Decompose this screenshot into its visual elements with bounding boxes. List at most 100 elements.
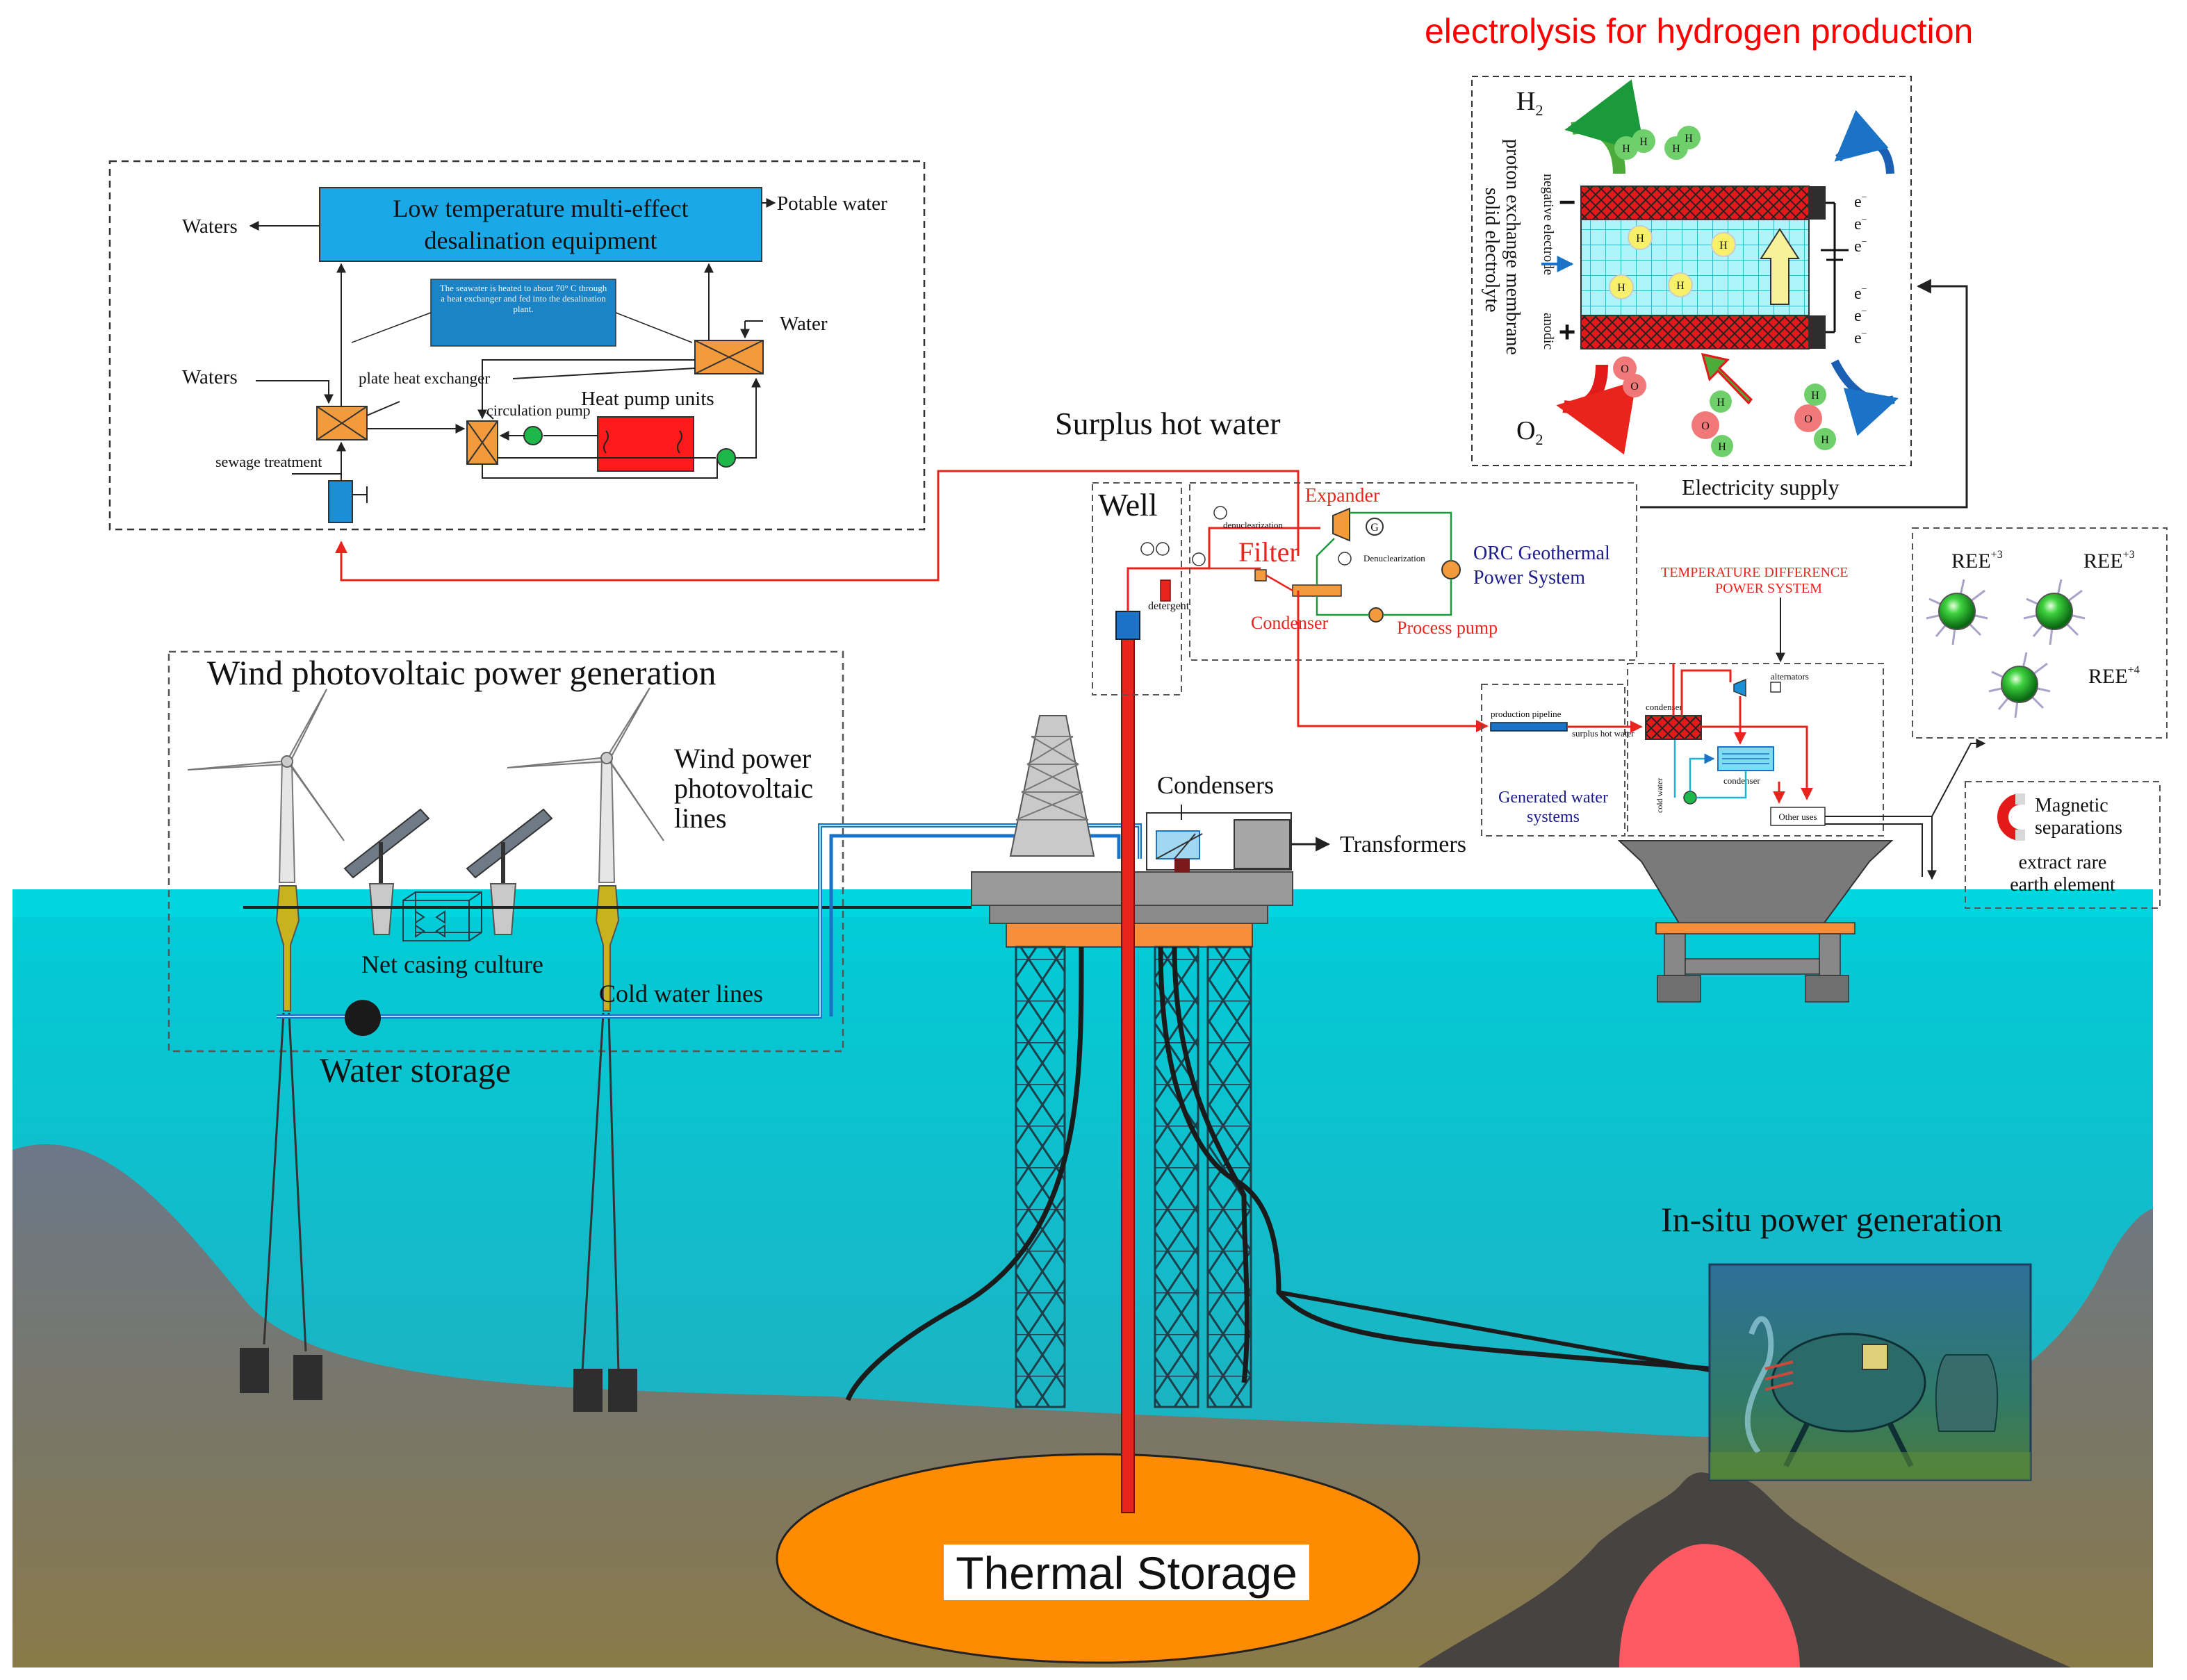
svg-text:H: H xyxy=(1676,280,1685,292)
orc-title-2: Power System xyxy=(1473,567,1585,588)
ree-ion-3 xyxy=(1988,652,2051,718)
alternator-box xyxy=(1770,682,1781,693)
process-pump-icon xyxy=(1368,607,1384,623)
ree-frame xyxy=(1912,527,2168,739)
tdps-surplus-label: surplus hot water xyxy=(1572,728,1635,739)
heat-pump-units-label: Heat pump units xyxy=(581,388,714,410)
ree-label-2: REE+3 xyxy=(2083,549,2135,573)
sewage-treatment-label: sewage treatment xyxy=(215,453,322,470)
svg-text:H: H xyxy=(1622,143,1630,155)
wind-turbine-2 xyxy=(507,687,664,1012)
circulation-pump-label: circulation pump xyxy=(486,402,591,419)
ree-ion-1 xyxy=(1926,579,1988,645)
heat-pump-pump-icon xyxy=(716,448,736,468)
svg-text:e−: e− xyxy=(1854,237,1867,256)
detergent-tank xyxy=(1160,579,1171,602)
magnetic-frame xyxy=(1965,781,2161,909)
svg-text:H: H xyxy=(1811,390,1819,402)
wind-pv-frame xyxy=(167,650,844,1053)
plus-sign: + xyxy=(1559,315,1576,348)
generated-water-1: Generated water xyxy=(1498,789,1608,807)
wind-lines-label-1: Wind power xyxy=(674,743,811,774)
wind-pv-title: Wind photovoltaic power generation xyxy=(207,653,716,692)
production-pipeline-icon xyxy=(1490,722,1568,732)
water-storage-tank xyxy=(345,1000,381,1036)
anodic-terminal xyxy=(1809,315,1826,349)
minus-sign: − xyxy=(1559,186,1576,218)
proton-flow-arrow xyxy=(1760,228,1800,305)
svg-text:O: O xyxy=(1804,413,1812,425)
ree-link-line xyxy=(1931,739,1986,817)
svg-text:H: H xyxy=(1685,133,1693,145)
svg-text:H: H xyxy=(1617,282,1625,294)
svg-text:e−: e− xyxy=(1854,215,1867,233)
wind-lines-label-2: photovoltaic xyxy=(674,773,813,804)
tdps-condenser-2-label: condenser xyxy=(1723,775,1760,786)
electron-arrow-bottom xyxy=(1830,359,1899,436)
desalination-frame xyxy=(108,160,926,531)
insitu-photo xyxy=(1708,1263,2032,1481)
upper-heat-exchanger xyxy=(694,340,764,374)
tdps-frame xyxy=(1627,663,1884,837)
sewage-treatment-tank xyxy=(328,480,353,523)
orc-hot-side xyxy=(1209,567,1293,592)
waters-left-label: Waters xyxy=(182,366,238,388)
circulation-pump-icon xyxy=(523,426,543,445)
h2-molecules: H H H H xyxy=(1614,126,1701,160)
battery-icon xyxy=(1821,201,1849,333)
transformers-label: Transformers xyxy=(1340,832,1466,857)
svg-text:O: O xyxy=(1630,381,1639,393)
magnet-icon xyxy=(1997,793,2025,841)
electron-arrow-top xyxy=(1834,110,1894,174)
svg-text:H: H xyxy=(1718,441,1726,453)
insitu-label: In-situ power generation xyxy=(1661,1200,2003,1239)
wellhead xyxy=(1115,611,1140,640)
svg-text:O: O xyxy=(1701,420,1710,432)
svg-text:H: H xyxy=(1821,434,1829,446)
cold-water-line-2 xyxy=(829,834,1121,1016)
pv-panel-1 xyxy=(343,808,430,935)
note-line-left xyxy=(351,312,432,343)
negative-electrode xyxy=(1580,186,1810,220)
denuc-label-1: denuclearization xyxy=(1223,520,1283,530)
membrane-label-1: proton exchange membrane xyxy=(1502,139,1523,355)
orc-title-1: ORC Geothermal xyxy=(1473,543,1610,564)
expander-label: Expander xyxy=(1305,485,1380,507)
anchors xyxy=(240,1348,637,1412)
wind-turbine-1 xyxy=(187,689,345,1012)
seawater-note-fo: The seawater is heated to about 70° C th… xyxy=(440,283,607,314)
tdps-cold-loop xyxy=(1673,740,1747,799)
magma xyxy=(1619,1544,1800,1667)
riser-to-insitu xyxy=(1278,1290,1710,1372)
magnetic-label-2: separations xyxy=(2035,817,2122,839)
tdps-output-line-2 xyxy=(1825,823,1923,877)
alternator-icon xyxy=(1733,678,1746,698)
svg-text:H: H xyxy=(1672,143,1680,155)
plate-heat-exchanger xyxy=(316,406,368,440)
potable-water-label: Potable water xyxy=(777,192,887,215)
water-storage-label: Water storage xyxy=(320,1051,511,1089)
net-casing-label: Net casing culture xyxy=(361,950,543,978)
plate-hx-label: plate heat exchanger xyxy=(359,370,490,387)
h2-label: H2 xyxy=(1516,87,1543,119)
well-label: Well xyxy=(1098,487,1158,522)
electrons: e− e− e− e− e− e− xyxy=(1854,192,1867,347)
process-pump-label: Process pump xyxy=(1397,618,1498,638)
o2-molecules: O O xyxy=(1613,356,1646,397)
tdps-platform xyxy=(1617,840,1894,1003)
membrane-label-2: solid electrolyte xyxy=(1481,188,1502,313)
other-uses-label: Other uses xyxy=(1778,812,1817,822)
pv-panel-2 xyxy=(466,808,553,935)
hot-well-pipe xyxy=(1121,633,1135,1513)
filter-icon xyxy=(1254,569,1267,582)
waters-top-label: Waters xyxy=(182,215,238,238)
desal-piping xyxy=(256,263,763,503)
generator-icon xyxy=(1366,518,1384,536)
proton-ions: H H H H xyxy=(1609,225,1736,299)
negative-electrode-label: negative electrode xyxy=(1541,174,1556,275)
water-molecules: O H H O H H xyxy=(1692,384,1836,457)
svg-text:e−: e− xyxy=(1854,306,1867,325)
tdps-condenser-1 xyxy=(1645,715,1702,740)
tdps-condenser-1-label: condenser xyxy=(1646,702,1682,712)
orc-condenser-icon xyxy=(1292,584,1342,597)
